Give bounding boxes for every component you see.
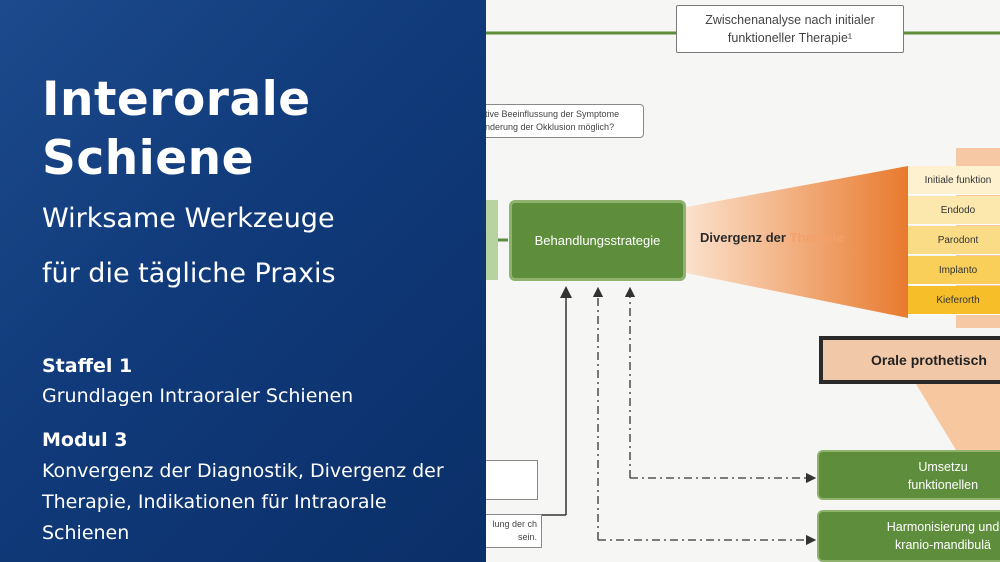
zwischenanalyse-box: Zwischenanalyse nach initialer funktione…: [676, 5, 904, 53]
question-box: tive Beeinflussung der Symptome nderung …: [486, 104, 644, 138]
list-item-endodontie: Endodo: [908, 196, 1000, 225]
flow-diagram: Zwischenanalyse nach initialer funktione…: [486, 0, 1000, 562]
down-arrow: [916, 384, 1000, 450]
harmonisierung-line-2: kranio-mandibulä: [895, 538, 991, 552]
diagram-connectors: [486, 31, 1000, 546]
left-bottom-box: lung der ch sein.: [486, 514, 542, 548]
orale-prothetische-box: Orale prothetisch: [819, 336, 1000, 384]
subtitle-line-1: Wirksame Werkzeuge: [42, 203, 335, 234]
list-item-initiale: Initiale funktion: [908, 166, 1000, 195]
left-mid-box: [486, 460, 538, 500]
umsetzung-line-1: Umsetzu: [918, 460, 968, 474]
harmonisierung-line-1: Harmonisierung und: [886, 520, 1000, 534]
divergenz-prefix: Divergenz der: [700, 230, 790, 245]
left-panel: Interorale Schiene Wirksame Werkzeuge fü…: [0, 0, 486, 562]
list-item-parodontologie: Parodont: [908, 226, 1000, 255]
divergence-fan: [686, 166, 908, 318]
subtitle-line-2: für die tägliche Praxis: [42, 258, 336, 289]
staffel-text: Grundlagen Intraoraler Schienen: [42, 385, 354, 407]
page-title: Interorale Schiene: [42, 72, 311, 186]
list-item-implantologie: Implanto: [908, 256, 1000, 285]
umsetzung-box: Umsetzu funktionellen: [817, 450, 1000, 500]
behandlungsstrategie-box: Behandlungsstrategie: [509, 200, 686, 281]
divergenz-label: Divergenz der Therapie: [700, 230, 920, 245]
staffel-heading: Staffel 1: [42, 355, 133, 377]
left-green-bar: [486, 200, 498, 280]
divergenz-suffix: Therapie: [789, 230, 844, 245]
modul-heading: Modul 3: [42, 429, 128, 451]
list-item-kieferorthopaedie: Kieferorth: [908, 286, 1000, 315]
umsetzung-line-2: funktionellen: [907, 478, 979, 492]
harmonisierung-box: Harmonisierung und kranio-mandibulä: [817, 510, 1000, 562]
modul-text: Konvergenz der Diagnostik, Divergenz der…: [42, 460, 444, 544]
